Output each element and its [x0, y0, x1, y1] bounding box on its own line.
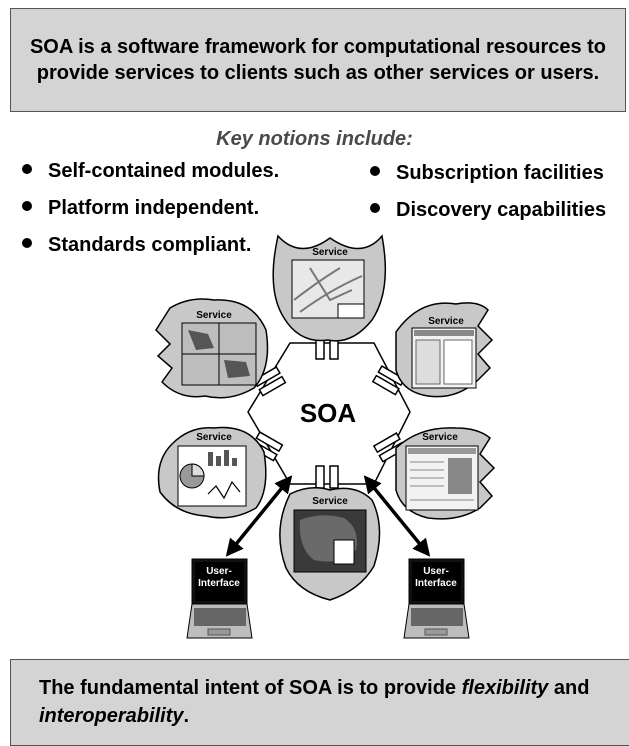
- bullet-dot: [22, 163, 32, 174]
- service-label: Service: [196, 310, 232, 321]
- service-label: Service: [312, 247, 348, 258]
- arrow-left-ui: [225, 475, 293, 557]
- bullet-dot: [370, 202, 380, 213]
- bullet-text: Platform independent.: [48, 197, 260, 219]
- right-bullets: Subscription facilities Discovery capabi…: [360, 155, 629, 235]
- service-label: Service: [422, 432, 458, 443]
- intent-text-3: .: [183, 705, 190, 727]
- service-node-bottom: Service: [279, 487, 381, 601]
- bullet-subscription: Subscription facilities: [370, 162, 604, 185]
- laptop-right: User- Interface: [403, 558, 470, 639]
- soa-center-label: SOA: [300, 398, 357, 428]
- service-node-upper-right: Service: [395, 302, 494, 398]
- intent-text-2: and: [548, 677, 590, 699]
- definition-box: SOA is a software framework for computat…: [10, 8, 626, 112]
- bullet-text: Subscription facilities: [396, 162, 604, 184]
- bullet-dot: [370, 165, 380, 176]
- intent-emphasis-flexibility: flexibility: [461, 677, 549, 699]
- service-node-lower-right: Service: [395, 427, 496, 520]
- bullet-discovery: Discovery capabilities: [370, 199, 606, 222]
- bullet-text: Standards compliant.: [48, 234, 252, 256]
- ui-label-line1: User-: [423, 566, 449, 577]
- key-notions-title: Key notions include:: [216, 128, 413, 150]
- bullet-text: Discovery capabilities: [396, 199, 607, 221]
- service-label: Service: [312, 496, 348, 507]
- ui-label-line2: Interface: [415, 578, 457, 589]
- arrow-right-ui: [363, 475, 431, 557]
- laptop-left: User- Interface: [186, 558, 253, 639]
- bullet-self-contained: Self-contained modules.: [22, 160, 279, 183]
- ui-label-line1: User-: [206, 566, 232, 577]
- bullet-standards-compliant: Standards compliant.: [22, 234, 251, 257]
- intent-emphasis-interoperability: interoperability: [39, 705, 184, 727]
- service-label: Service: [428, 316, 464, 327]
- bullet-dot: [22, 200, 32, 211]
- service-node-lower-left: Service: [157, 426, 267, 519]
- bullet-text: Self-contained modules.: [48, 160, 280, 182]
- service-node-top: Service: [272, 234, 387, 342]
- definition-text: SOA is a software framework for computat…: [29, 36, 607, 84]
- service-node-upper-left: Service: [155, 298, 269, 399]
- ui-label-line2: Interface: [198, 578, 240, 589]
- intent-text-1: The fundamental intent of SOA is to prov…: [39, 677, 462, 699]
- bullet-platform-independent: Platform independent.: [22, 197, 259, 220]
- bullet-dot: [22, 237, 32, 248]
- intent-box: The fundamental intent of SOA is to prov…: [10, 659, 629, 746]
- service-label: Service: [196, 432, 232, 443]
